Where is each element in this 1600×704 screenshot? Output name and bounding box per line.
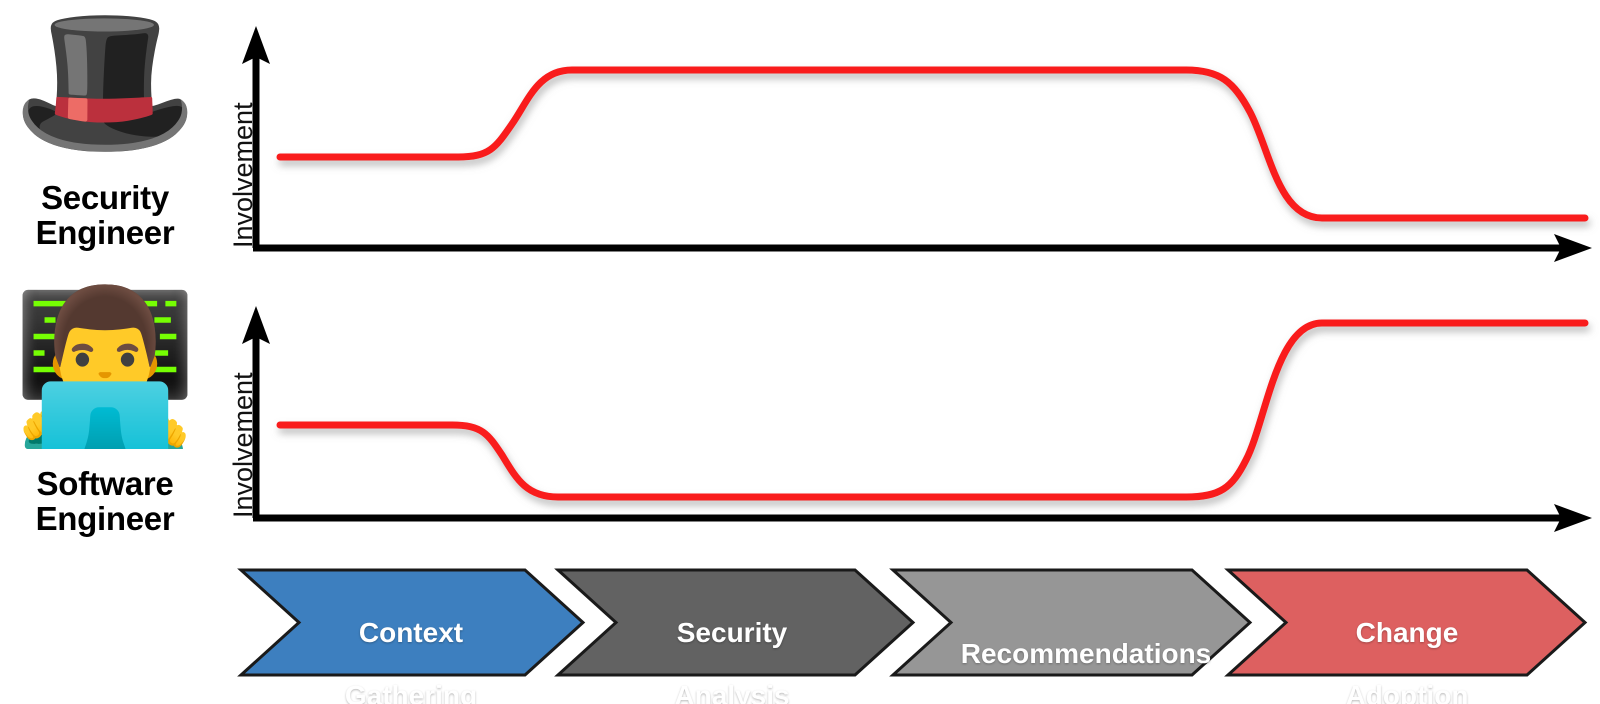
persona-security-engineer: 🎩 Security Engineer — [0, 6, 210, 251]
x-axis-top — [253, 234, 1592, 262]
y-axis-top — [242, 26, 270, 248]
y-axis-title-bottom: Involvement — [228, 372, 258, 518]
chart-top-svg — [242, 26, 1592, 262]
process-stage-security-analysis[interactable] — [554, 568, 916, 677]
persona-label-line2: Engineer — [35, 499, 175, 537]
y-axis-title-top: Involvement — [228, 102, 258, 248]
persona-label-line1: Security — [41, 179, 169, 216]
process-stage-context-gathering[interactable] — [237, 568, 586, 677]
chart-bottom-svg — [242, 306, 1592, 532]
chart-security-engineer-involvement — [200, 20, 1600, 270]
process-stage-recommendations[interactable] — [889, 568, 1253, 677]
persona-label-line2: Engineer — [35, 213, 175, 251]
persona-label-line1: Software — [36, 465, 174, 502]
man-technologist-icon: 👨‍💻 — [11, 280, 199, 454]
persona-software-engineer: 👨‍💻 Software Engineer — [0, 292, 210, 537]
involvement-curve-software-engineer — [276, 319, 1589, 501]
y-axis-bottom — [242, 306, 270, 518]
chart-software-engineer-involvement — [200, 300, 1600, 540]
person-with-top-hat-icon: 🎩 — [11, 0, 199, 168]
process-stage-change-adoption[interactable] — [1224, 568, 1588, 677]
involvement-curve-security-engineer — [276, 66, 1589, 222]
x-axis-bottom — [253, 504, 1592, 532]
process-stage-bar: Context Gathering Security Analysis Reco… — [0, 560, 1600, 704]
process-bar-svg — [237, 568, 1588, 677]
